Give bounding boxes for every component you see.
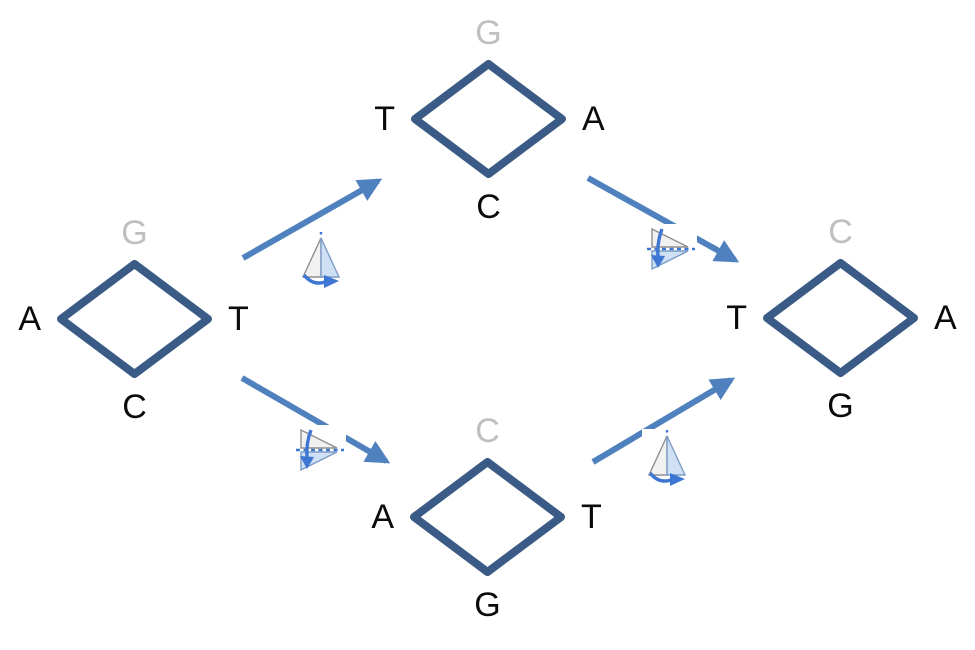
base-label-bottom: C [122, 388, 147, 426]
diamond-shape [410, 458, 565, 576]
base-label-bottom: G [827, 387, 854, 425]
arrow-bottom-to-right [591, 377, 736, 465]
base-label-right: A [934, 299, 957, 337]
base-label-right: A [582, 100, 605, 138]
diamond-shape [763, 259, 918, 377]
base-label-bottom: C [476, 188, 501, 226]
base-label-left: T [374, 100, 395, 138]
base-label-right: T [581, 498, 602, 536]
flip-vertical-icon [292, 425, 346, 473]
diamond-bottom: C A T G [371, 414, 601, 622]
diamond-shape [57, 260, 212, 378]
flip-horizontal-icon [642, 429, 692, 486]
arrow-top-to-right [586, 175, 740, 263]
base-label-left: T [726, 299, 747, 337]
diamond-top: G T A C [374, 16, 604, 224]
base-label-left: A [371, 498, 394, 536]
diamond-right: C T A G [726, 215, 956, 423]
arrow-left-to-top [241, 178, 383, 261]
base-label-top: G [121, 214, 148, 252]
base-label-left: A [18, 300, 41, 338]
arrow-left-to-bottom [240, 375, 391, 464]
diamond-left: G A T C [18, 216, 248, 424]
base-label-top: G [475, 14, 502, 52]
diamond-shape [411, 60, 566, 178]
flip-horizontal-icon [296, 231, 346, 288]
base-label-top: C [475, 412, 500, 450]
flip-vertical-icon [643, 224, 697, 272]
base-label-bottom: G [474, 586, 501, 624]
base-label-right: T [228, 300, 249, 338]
base-label-top: C [828, 213, 853, 251]
